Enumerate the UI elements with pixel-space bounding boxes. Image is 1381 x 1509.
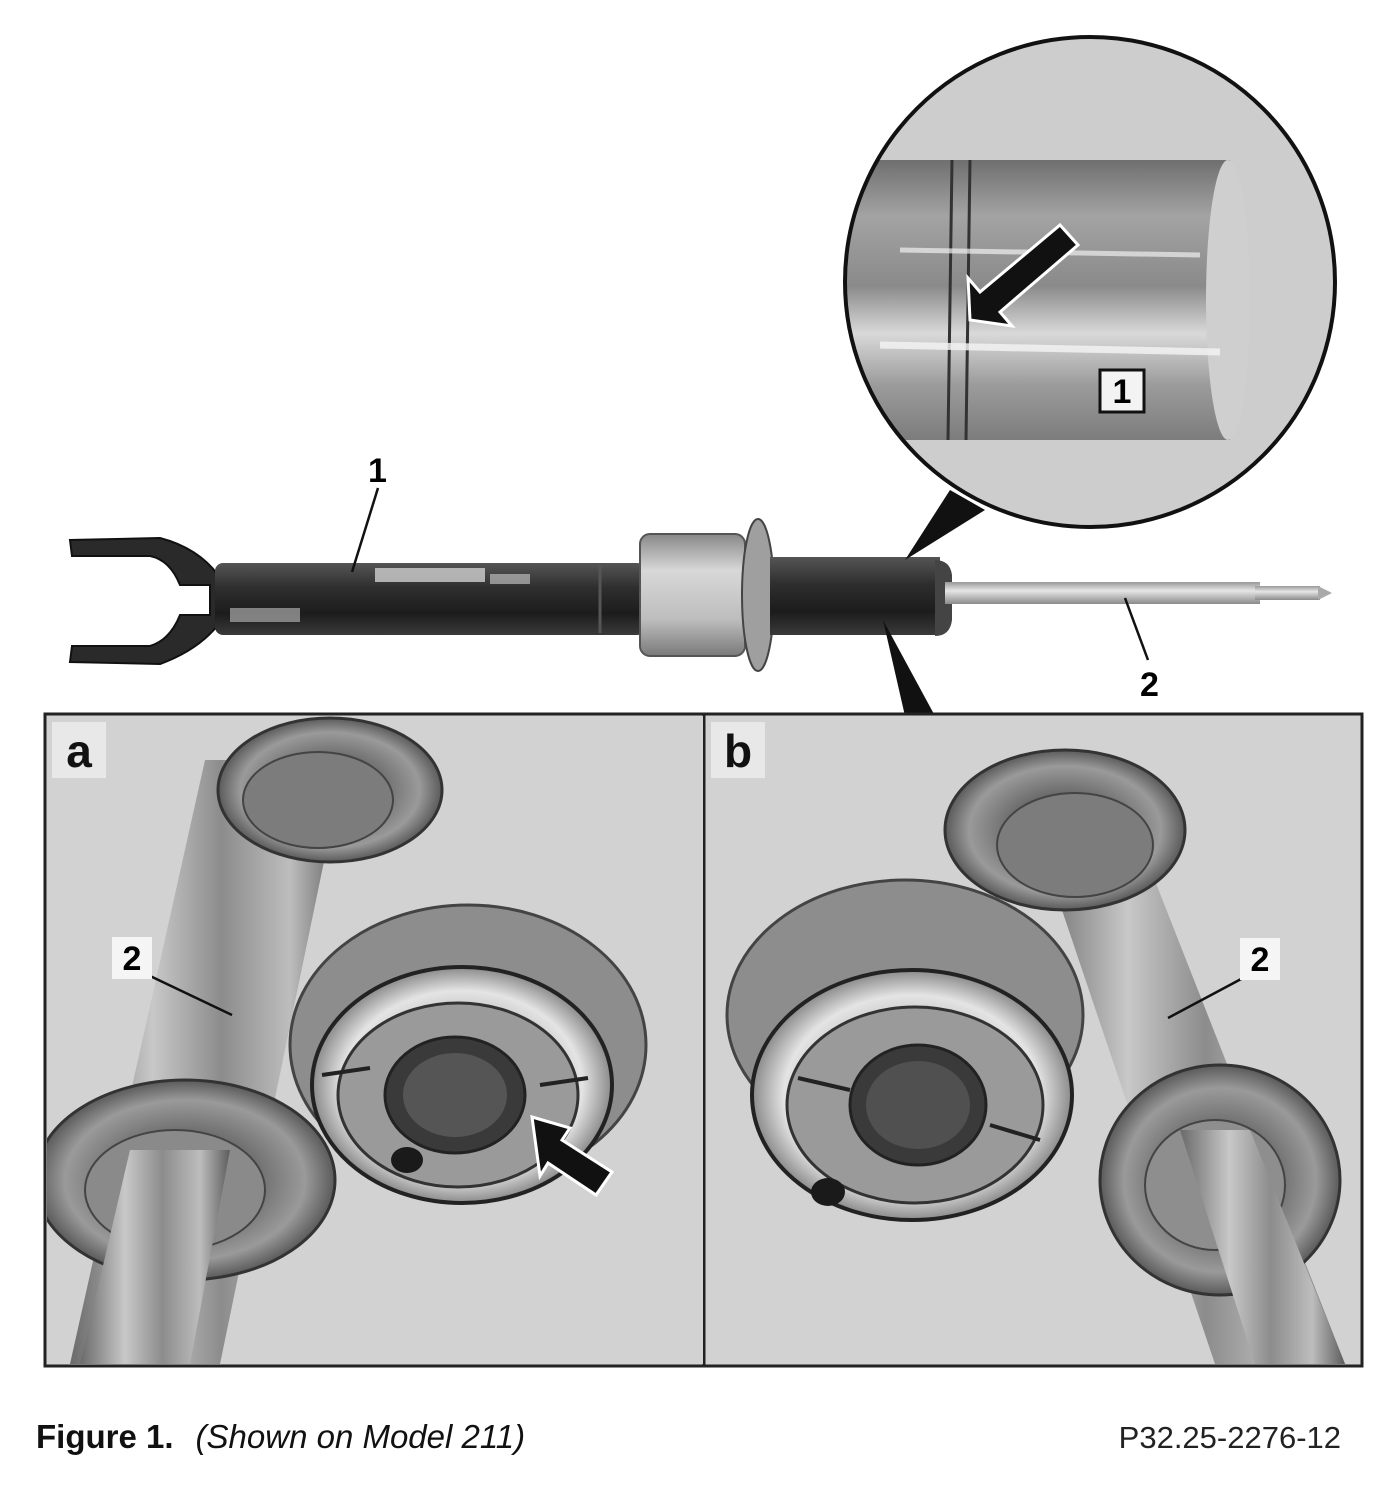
shock-absorber-illustration: 1 2 1 xyxy=(43,35,1364,1368)
upper-tube xyxy=(770,557,940,635)
piston-rod xyxy=(945,582,1260,604)
panel-b: 2 b xyxy=(706,716,1360,1364)
arrow-icon xyxy=(966,222,1081,329)
zoom-detail: 1 xyxy=(845,37,1335,527)
zoom-pointer xyxy=(905,490,985,560)
arrow-icon xyxy=(530,1114,615,1198)
strut-assembly xyxy=(68,518,1332,672)
zoom-callout-1: 1 xyxy=(1113,373,1132,411)
spring-seat-collar xyxy=(639,533,746,657)
figure-note: (Shown on Model 211) xyxy=(195,1418,526,1455)
fork-mount xyxy=(68,536,219,666)
figure-label: Figure 1. xyxy=(36,1418,174,1455)
callout-2: 2 xyxy=(1140,666,1159,704)
panel-a-letter: a xyxy=(66,725,92,777)
panel-a-callout-2: 2 xyxy=(123,940,142,978)
panel-b-letter: b xyxy=(724,725,752,777)
panel-pointer xyxy=(883,620,935,716)
figure-code: P32.25-2276-12 xyxy=(1118,1420,1341,1455)
strut-tube xyxy=(215,563,645,635)
figure-caption: Figure 1. (Shown on Model 211) xyxy=(36,1418,525,1456)
callout-1: 1 xyxy=(368,452,387,490)
panel-b-callout-2: 2 xyxy=(1251,941,1270,979)
panel-a: 2 a xyxy=(47,716,703,1364)
